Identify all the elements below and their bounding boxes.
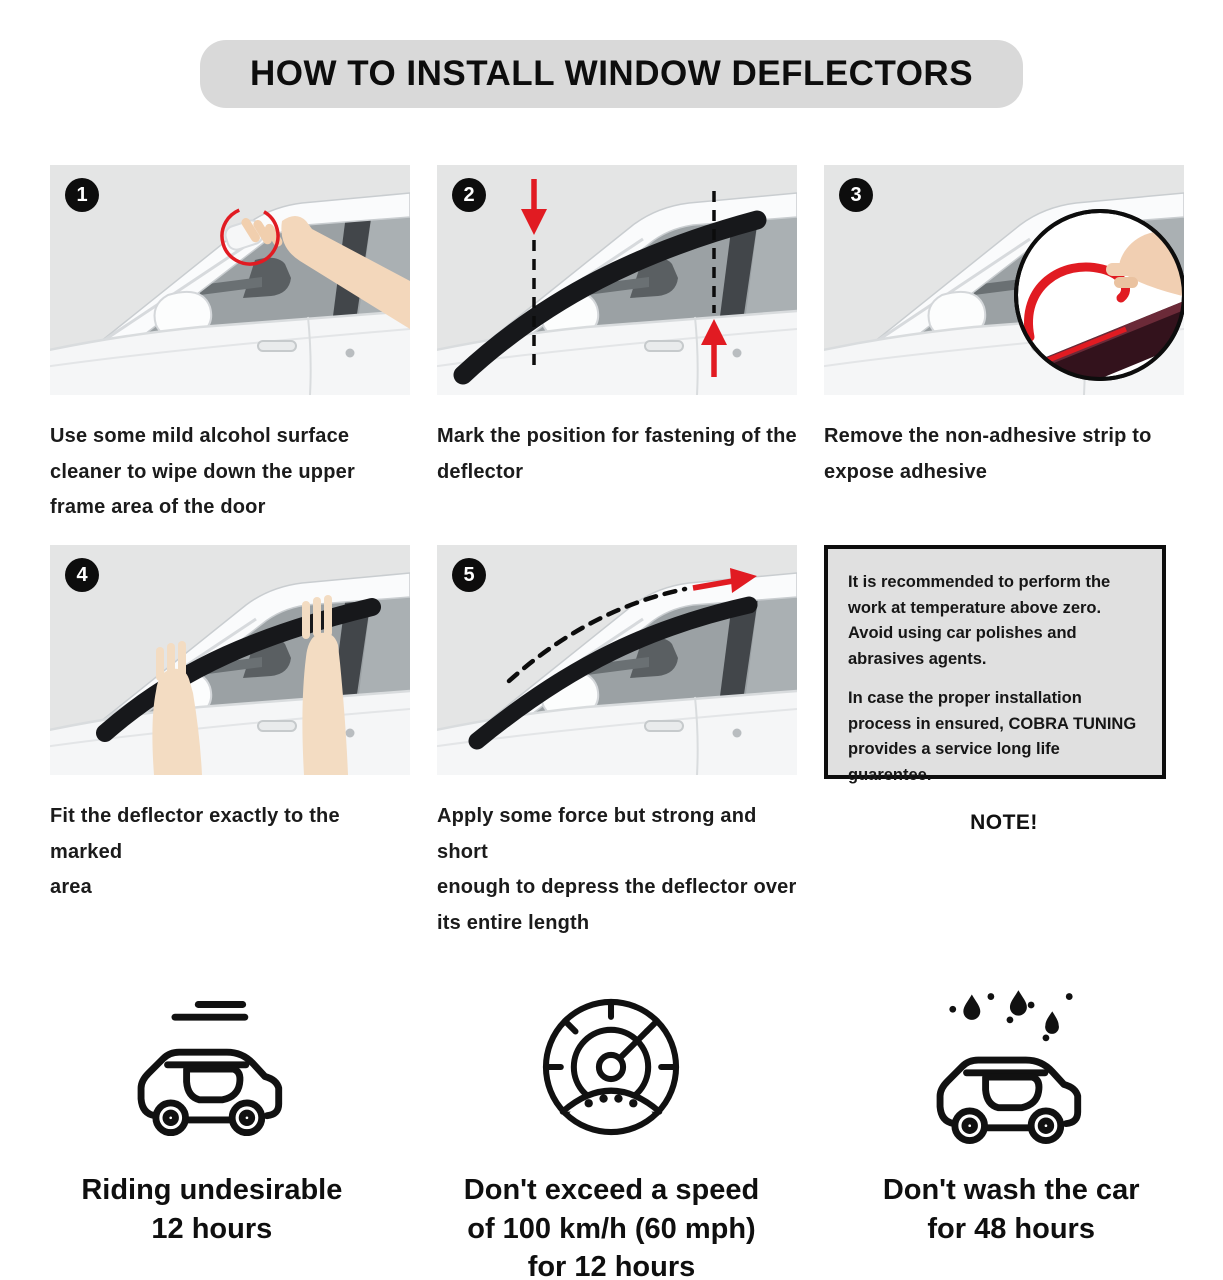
step-number-badge: 5 bbox=[452, 558, 486, 592]
step-number-badge: 3 bbox=[839, 178, 873, 212]
warning-riding: Riding undesirable 12 hours bbox=[12, 967, 412, 1280]
step-5-illustration: 5 bbox=[437, 545, 797, 775]
step-5: 5 Apply some force but strong and short … bbox=[437, 545, 797, 941]
step-3-illustration: 3 bbox=[824, 165, 1184, 395]
steps-row-2: 4 Fit the deflector exactly to the marke… bbox=[50, 545, 1223, 941]
note-paragraph: It is recommended to perform the work at… bbox=[848, 573, 1111, 668]
note-cell: It is recommended to perform the work at… bbox=[824, 545, 1184, 941]
step-2-illustration: 2 bbox=[437, 165, 797, 395]
step-number-badge: 2 bbox=[452, 178, 486, 212]
title-banner-row: HOW TO INSTALL WINDOW DEFLECTORS bbox=[0, 0, 1223, 108]
speedometer-icon bbox=[543, 999, 680, 1136]
car-speed-icon bbox=[122, 1000, 302, 1139]
warning-wash-caption: Don't wash the car for 48 hours bbox=[882, 1174, 1140, 1245]
step-number-badge: 4 bbox=[65, 558, 99, 592]
warnings-row: Riding undesirable 12 hours bbox=[0, 967, 1223, 1280]
note-box: It is recommended to perform the work at… bbox=[824, 545, 1166, 784]
step-number-badge: 1 bbox=[65, 178, 99, 212]
step-3-caption: Remove the non-adhesive strip to expose … bbox=[824, 425, 1152, 483]
step-1: 1 Use some mild alcohol surface cleaner … bbox=[50, 165, 410, 545]
step-2: 2 Mark the position for fastening of the… bbox=[437, 165, 797, 545]
step-1-caption: Use some mild alcohol surface cleaner to… bbox=[50, 425, 355, 519]
steps-row-1: 1 Use some mild alcohol surface cleaner … bbox=[50, 165, 1223, 545]
warning-wash: Don't wash the car for 48 hours bbox=[811, 967, 1211, 1280]
step-1-illustration: 1 bbox=[50, 165, 410, 395]
warning-speed: Don't exceed a speed of 100 km/h (60 mph… bbox=[412, 967, 812, 1280]
step-3: 3 Remove the non-adhesive strip to expos… bbox=[824, 165, 1184, 545]
step-5-caption: Apply some force but strong and short en… bbox=[437, 805, 797, 934]
note-paragraph: In case the proper installation process … bbox=[848, 689, 1137, 784]
warning-riding-caption: Riding undesirable 12 hours bbox=[81, 1174, 343, 1245]
car-wash-icon bbox=[921, 990, 1101, 1147]
page-title: HOW TO INSTALL WINDOW DEFLECTORS bbox=[199, 40, 1024, 108]
step-4: 4 Fit the deflector exactly to the marke… bbox=[50, 545, 410, 941]
step-2-caption: Mark the position for fastening of the d… bbox=[437, 425, 797, 483]
step-4-caption: Fit the deflector exactly to the marked … bbox=[50, 805, 340, 899]
note-label: NOTE! bbox=[970, 811, 1038, 834]
warning-speed-caption: Don't exceed a speed of 100 km/h (60 mph… bbox=[463, 1174, 760, 1280]
step-4-illustration: 4 bbox=[50, 545, 410, 775]
